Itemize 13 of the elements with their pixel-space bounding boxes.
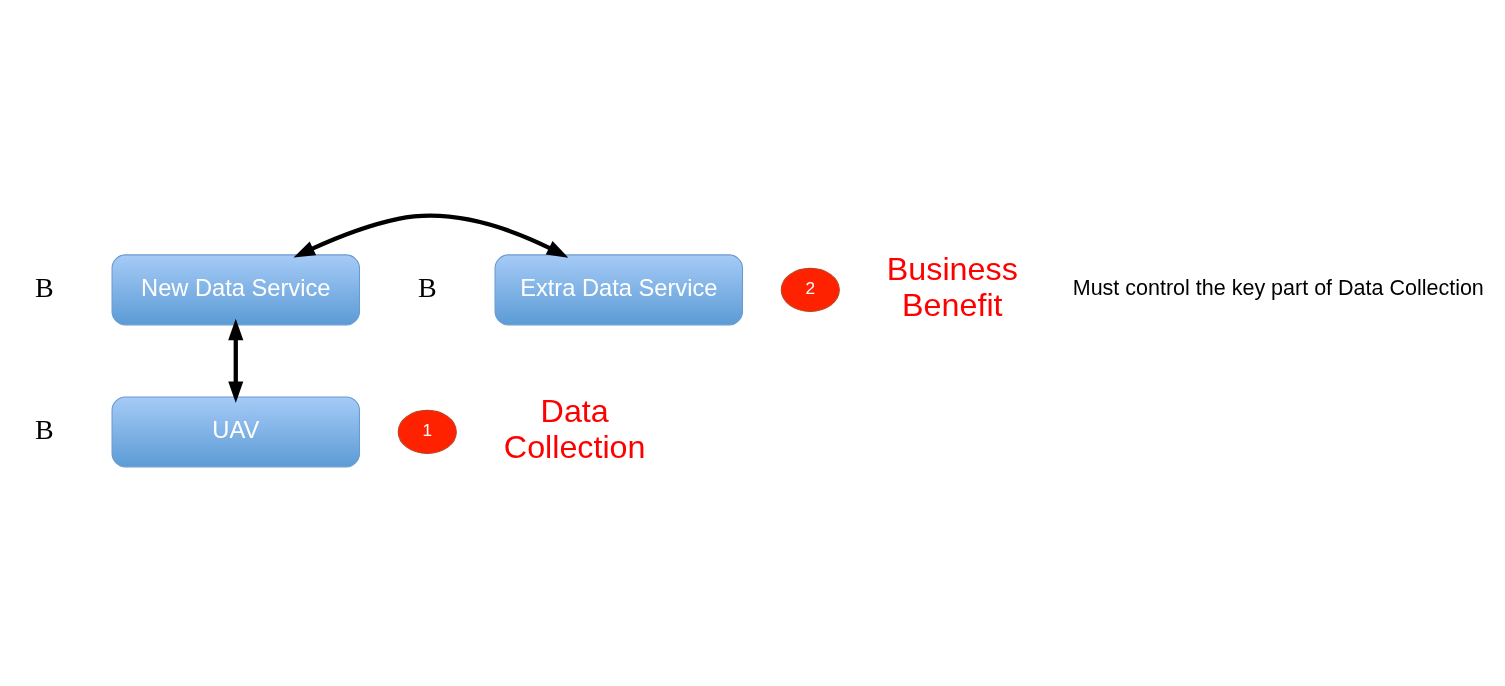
label: Must control the key part of Data Collection (1072, 275, 1484, 300)
node-label: Data Collection (503, 392, 646, 465)
node-box: New Data Service (111, 253, 360, 325)
arrow (227, 318, 243, 403)
node-label: B (417, 271, 437, 303)
node-ellipse: 2 (780, 267, 840, 312)
node-box: Extra Data Service (494, 253, 743, 325)
node-label: B (34, 271, 54, 303)
node-label: Business Benefit (886, 250, 1018, 323)
node-ellipse: 1 (397, 409, 457, 454)
arrow (292, 213, 568, 258)
node-label: B (34, 413, 54, 445)
node-box: UAV (111, 395, 360, 467)
